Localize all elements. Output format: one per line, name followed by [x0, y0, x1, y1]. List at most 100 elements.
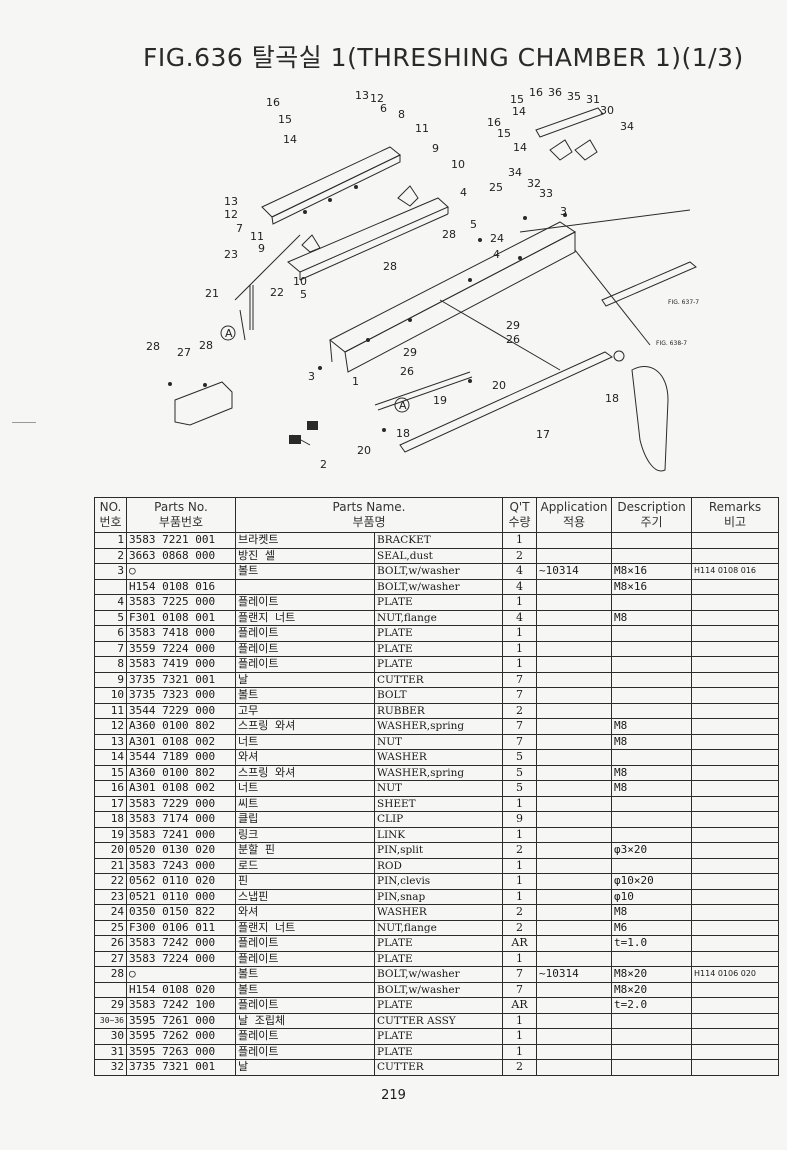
cell-part: 3583 7242 100 [126, 997, 236, 1014]
cell-qty: 2 [502, 1059, 538, 1076]
cell-qty: 5 [502, 764, 538, 781]
cell-no: 21 [94, 857, 127, 874]
cell-app [536, 1059, 613, 1076]
cell-desc: M8×16 [611, 563, 693, 580]
cell-ko: 플레이트 [235, 1043, 375, 1060]
callout-22: 22 [270, 286, 284, 299]
cell-qty: 4 [502, 609, 538, 626]
cell-part: 3544 7189 000 [126, 749, 236, 766]
callout-4: 4 [493, 248, 500, 261]
exploded-parts-diagram: 1 2 3 3 4 4 5 5 6 7 8 9 9 10 10 11 11 12… [146, 86, 699, 472]
cell-ko: 플레이트 [235, 656, 375, 673]
cell-rem [691, 1043, 780, 1060]
cell-ko: 날 [235, 1059, 375, 1076]
cell-no: 14 [94, 749, 127, 766]
cell-desc [611, 625, 693, 642]
cell-en: NUT [373, 780, 504, 797]
callout-16: 16 [529, 86, 543, 99]
cell-no: 11 [94, 702, 127, 719]
cell-app [536, 1043, 613, 1060]
cell-ko: 씨트 [235, 795, 375, 812]
cell-qty: 1 [502, 532, 538, 549]
cell-app [536, 547, 613, 564]
cell-en: PLATE [373, 1028, 504, 1045]
cell-desc [611, 1043, 693, 1060]
cell-qty: 5 [502, 780, 538, 797]
cell-qty: 7 [502, 671, 538, 688]
cell-no: 30 [94, 1028, 127, 1045]
cell-part: 3595 7261 000 [126, 1012, 236, 1029]
cell-no: 5 [94, 609, 127, 626]
cell-no: 8 [94, 656, 127, 673]
cell-qty: 1 [502, 857, 538, 874]
cell-rem: H114 0108 016 [691, 563, 780, 580]
cell-rem [691, 594, 780, 611]
cell-desc [611, 857, 693, 874]
cell-no: 25 [94, 919, 127, 936]
cell-qty: 7 [502, 966, 538, 983]
cell-rem [691, 718, 780, 735]
cell-desc [611, 594, 693, 611]
cell-rem [691, 578, 780, 595]
sheet-17 [399, 351, 613, 453]
cell-desc [611, 811, 693, 828]
page-number: 219 [381, 1088, 406, 1103]
cell-qty: 2 [502, 702, 538, 719]
bracket-27 [174, 381, 233, 426]
cell-en: CLIP [373, 811, 504, 828]
cell-rem [691, 625, 780, 642]
callout-4: 4 [460, 186, 467, 199]
cell-app [536, 749, 613, 766]
cell-no: 18 [94, 811, 127, 828]
cell-desc [611, 1059, 693, 1076]
callout-21: 21 [205, 287, 219, 300]
cell-desc: φ10×20 [611, 873, 693, 890]
cell-part: A360 0100 802 [126, 764, 236, 781]
callout-7: 7 [236, 222, 243, 235]
cell-app [536, 826, 613, 843]
cell-qty: 1 [502, 1028, 538, 1045]
cell-ko: 고무 [235, 702, 375, 719]
cell-rem [691, 935, 780, 952]
cell-qty: 1 [502, 625, 538, 642]
callout-18: 18 [396, 427, 410, 440]
cell-desc [611, 532, 693, 549]
cell-en: PLATE [373, 997, 504, 1014]
callout-27: 27 [177, 346, 191, 359]
cell-part: 3583 7241 000 [126, 826, 236, 843]
cell-rem [691, 780, 780, 797]
page-title: FIG.636 탈곡실 1(THRESHING CHAMBER 1)(1/3) [143, 43, 744, 72]
callout-36: 36 [548, 86, 562, 99]
cell-rem [691, 1059, 780, 1076]
cell-part: 3583 7243 000 [126, 857, 236, 874]
callout-20: 20 [492, 379, 506, 392]
cell-part: 3583 7229 000 [126, 795, 236, 812]
cell-part: 3663 0868 000 [126, 547, 236, 564]
callout-13: 13 [224, 195, 238, 208]
cell-app [536, 733, 613, 750]
cell-part: H154 0108 016 [126, 578, 236, 595]
cell-no: 12 [94, 718, 127, 735]
callout-5: 5 [300, 288, 307, 301]
callout-16: 16 [266, 96, 280, 109]
cell-app: ~10314 [536, 966, 613, 983]
cell-part: 3735 7321 001 [126, 671, 236, 688]
cell-rem [691, 873, 780, 890]
ref-a-callout: A [225, 327, 233, 340]
cell-no: 4 [94, 594, 127, 611]
callout-10: 10 [451, 158, 465, 171]
callout-29: 29 [506, 319, 520, 332]
cell-ko: 로드 [235, 857, 375, 874]
cell-ko: 볼트 [235, 563, 375, 580]
callout-15: 15 [278, 113, 292, 126]
cell-part: 3559 7224 000 [126, 640, 236, 657]
cell-app [536, 687, 613, 704]
